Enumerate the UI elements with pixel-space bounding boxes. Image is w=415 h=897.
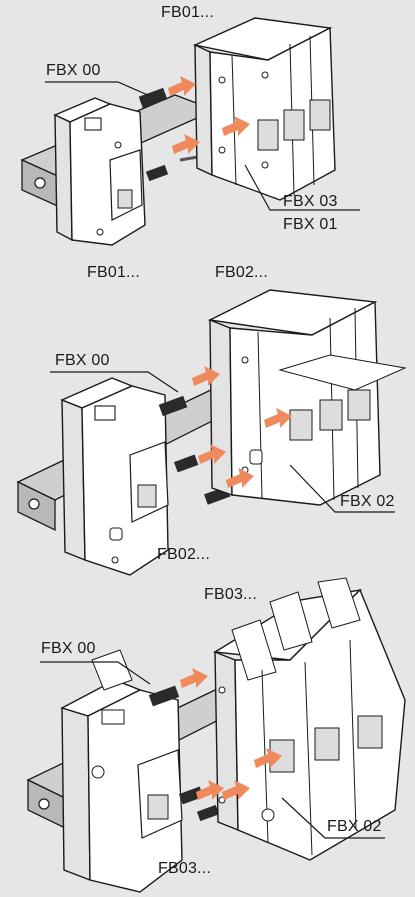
panel-fb03: FB03... FBX 00 FBX 02 FB03... (0, 577, 415, 897)
insertion-arrows (192, 366, 292, 488)
triple-fuse-holder (192, 17, 336, 201)
leader-lines (45, 81, 360, 211)
panel-fb01: FB01... FBX 00 FBX 03 FBX 01 FB01... (0, 0, 415, 290)
leader-lines (50, 371, 395, 513)
fb02-top-label: FB02... (215, 264, 268, 281)
insertion-arrows (168, 76, 250, 154)
fb01-connector-label-top: FBX 03 (283, 193, 338, 210)
fb02-rail-label: FBX 00 (55, 352, 110, 369)
triple-fuse-holder (207, 289, 407, 506)
leader-lines (40, 661, 385, 839)
fb03-rail-label: FBX 00 (41, 640, 96, 657)
insertion-arrows (180, 668, 282, 800)
panel-fb02: FB02... FBX 00 FBX 02 FB02... (0, 260, 415, 580)
fb02-bottom-label: FB02... (157, 546, 210, 563)
fb03-connector-label: FBX 02 (327, 818, 382, 835)
single-fuse-holder (60, 649, 183, 893)
fb01-bottom-label: FB01... (87, 264, 140, 281)
fb03-illustration (26, 577, 406, 893)
triple-fuse-holder (212, 577, 406, 861)
fb03-bottom-label: FB03... (158, 860, 211, 877)
single-fuse-holder (60, 377, 169, 576)
single-fuse-holder (53, 97, 146, 246)
fb02-connector-label: FBX 02 (340, 493, 395, 510)
fb01-rail-label: FBX 00 (46, 62, 101, 79)
fb01-connector-label-bottom: FBX 01 (283, 216, 338, 233)
fb01-illustration (20, 17, 360, 246)
fb03-top-label: FB03... (204, 586, 257, 603)
fb01-top-label: FB01... (161, 4, 214, 21)
fb02-illustration (16, 289, 407, 576)
